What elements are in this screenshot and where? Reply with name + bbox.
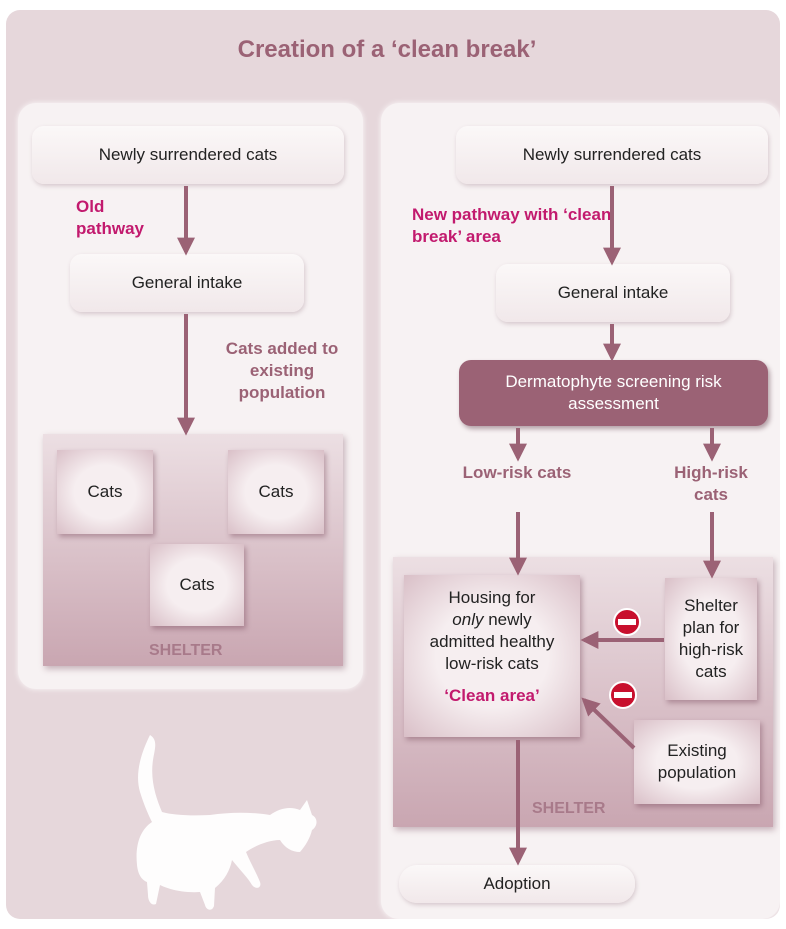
housing-line-2: only newly <box>452 609 531 631</box>
cats-added-label: Cats added to existing population <box>225 339 339 402</box>
right-shelter-label: SHELTER <box>532 800 606 817</box>
housing-only-text: only <box>452 610 484 629</box>
dermatophyte-screening-box: Dermatophyte screening risk assessment <box>459 360 768 426</box>
high-risk-label: High-risk cats <box>674 463 748 504</box>
new-pathway-label: New pathway with ‘clean break’ area <box>412 205 612 246</box>
cats-box-2: Cats <box>228 450 324 534</box>
housing-line-4: low-risk cats <box>445 654 539 673</box>
arrow-existing-to-housing-blocked <box>581 697 636 750</box>
cats-box-3: Cats <box>150 544 244 626</box>
left-shelter-label: SHELTER <box>149 642 223 659</box>
shelter-plan-high-risk-box: Shelter plan for high-risk cats <box>665 578 757 700</box>
cat-silhouette-icon <box>136 735 317 910</box>
right-newly-surrendered-box: Newly surrendered cats <box>456 126 768 184</box>
housing-line-1: Housing for <box>448 588 536 607</box>
left-newly-surrendered-box: Newly surrendered cats <box>32 126 344 184</box>
diagram-title: Creation of a ‘clean break’ <box>237 36 537 63</box>
old-pathway-label: Old pathway <box>76 197 145 238</box>
adoption-box: Adoption <box>399 865 635 903</box>
clean-area-label: ‘Clean area’ <box>444 686 540 705</box>
housing-line-3: admitted healthy <box>429 632 555 651</box>
right-general-intake-box: General intake <box>496 264 730 322</box>
left-general-intake-box: General intake <box>70 254 304 312</box>
existing-population-box: Existing population <box>634 720 760 804</box>
clean-area-housing-box: Housing for only newly admitted healthy … <box>404 575 580 737</box>
no-entry-icon <box>609 681 637 709</box>
no-entry-icon <box>613 608 641 636</box>
cats-box-1: Cats <box>57 450 153 534</box>
housing-newly-text: newly <box>488 610 532 629</box>
low-risk-label: Low-risk cats <box>462 463 572 482</box>
